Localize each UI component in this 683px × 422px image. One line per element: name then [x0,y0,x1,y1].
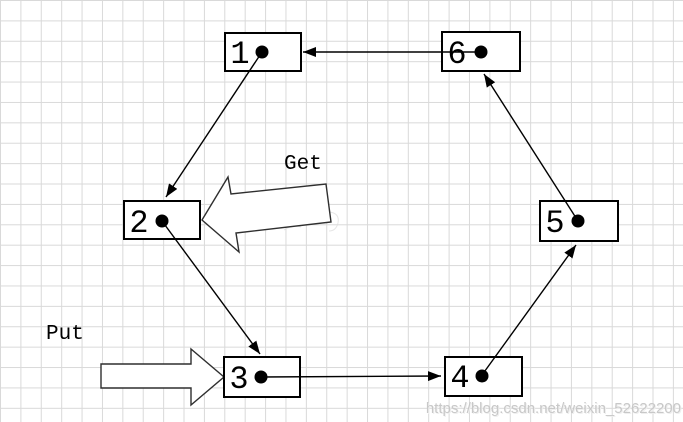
get-label: Get [284,153,322,176]
node-4-pointer-dot [475,369,489,383]
get-block-arrow [201,175,332,254]
node-6-label: 6 [447,36,466,73]
edge-1-to-2 [165,51,263,198]
node-5: 5 [539,200,619,242]
put-block-arrow [100,347,226,407]
node-layer: 1 2 3 4 5 6 [123,31,619,398]
node-4-label: 4 [450,360,469,397]
node-3-label: 3 [229,361,248,398]
node-5-label: 5 [545,205,564,242]
block-arrow-layer [100,175,332,407]
node-2-label: 2 [129,205,148,242]
put-label: Put [46,323,84,346]
node-2: 2 [123,200,201,242]
node-1-label: 1 [230,36,249,73]
smudge-1 [328,211,339,232]
watermark-shadow: https://blog.csdn.net/weixin_52622200 [427,401,682,418]
edge-3-to-4 [260,371,442,382]
edge-2-to-3 [161,220,261,355]
node-1: 1 [224,32,302,73]
watermark: https://blog.csdn.net/weixin_52622200 [426,400,681,417]
edge-5-to-6 [483,73,579,222]
node-4: 4 [444,356,523,397]
edge-4-to-5 [481,244,577,376]
edge-layer [161,47,579,382]
